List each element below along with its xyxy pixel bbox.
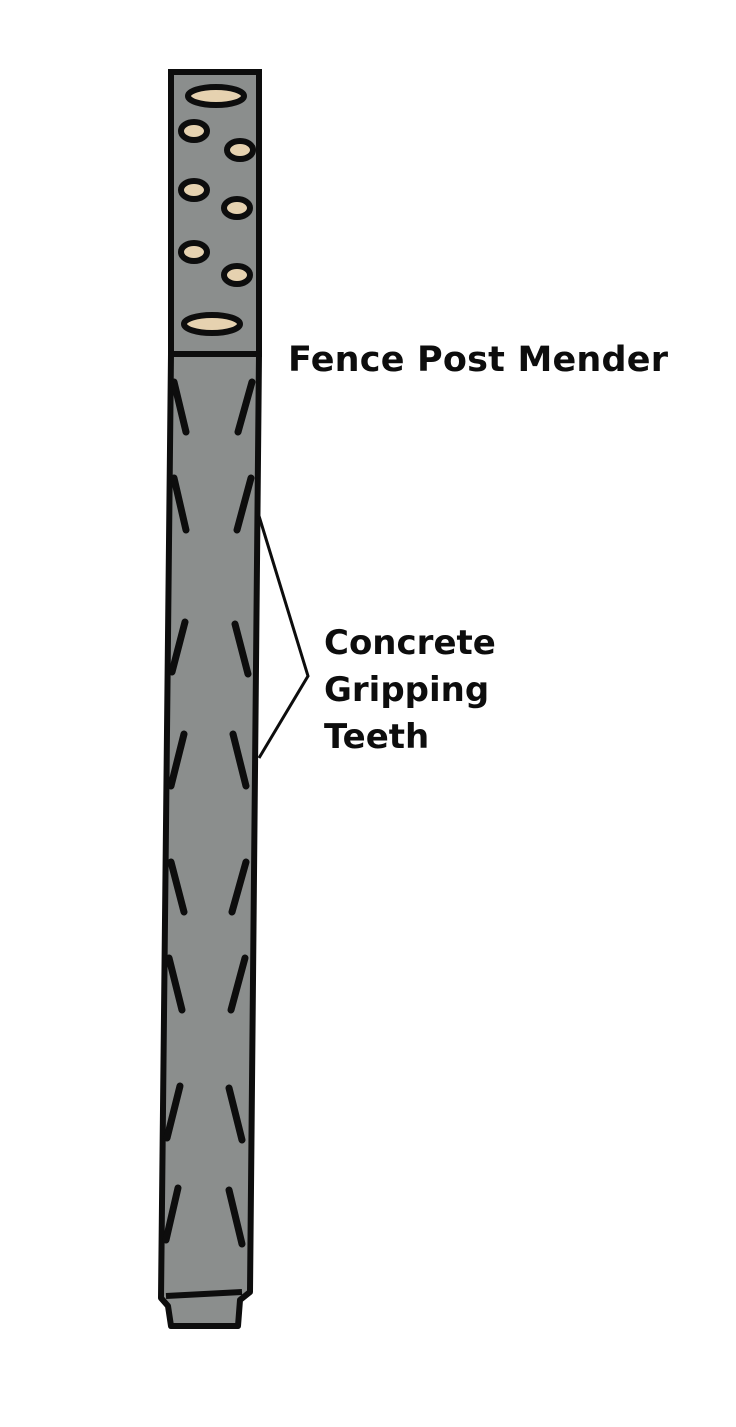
nail-hole: [224, 138, 256, 162]
nail-hole: [181, 312, 243, 336]
tooth: [167, 730, 188, 790]
tooth: [168, 618, 189, 676]
gripping-teeth: [162, 378, 256, 1248]
concrete-gripping-teeth-label: Concrete Gripping Teeth: [324, 620, 496, 761]
nail-holes: [178, 84, 256, 336]
teeth-label-line: Concrete: [324, 623, 496, 663]
tooth: [229, 730, 250, 790]
tooth: [233, 474, 255, 534]
tooth: [170, 474, 190, 534]
tooth: [165, 954, 186, 1014]
upper-bracket: [168, 69, 262, 357]
tooth: [162, 1184, 182, 1244]
tooth: [225, 1084, 246, 1144]
nail-hole: [178, 240, 210, 264]
tip-divider: [165, 1289, 243, 1299]
nail-hole: [221, 196, 253, 220]
nail-hole: [178, 119, 210, 143]
tooth: [228, 858, 250, 916]
tooth: [234, 378, 256, 436]
tooth: [225, 1186, 246, 1248]
teeth-label-line: Teeth: [324, 717, 430, 757]
fence-post-mender-label: Fence Post Mender: [288, 340, 669, 380]
tooth: [170, 378, 190, 436]
nail-hole: [178, 178, 210, 202]
teeth-label-line: Gripping: [324, 670, 490, 710]
lower-stake: [158, 351, 262, 1329]
nail-hole: [185, 84, 247, 108]
tooth: [231, 620, 252, 678]
tooth: [167, 858, 188, 916]
tooth: [227, 954, 249, 1014]
nail-hole: [221, 263, 253, 287]
stake-body: [158, 351, 262, 1329]
tooth: [163, 1082, 184, 1142]
teeth-callout-line: [257, 515, 310, 759]
